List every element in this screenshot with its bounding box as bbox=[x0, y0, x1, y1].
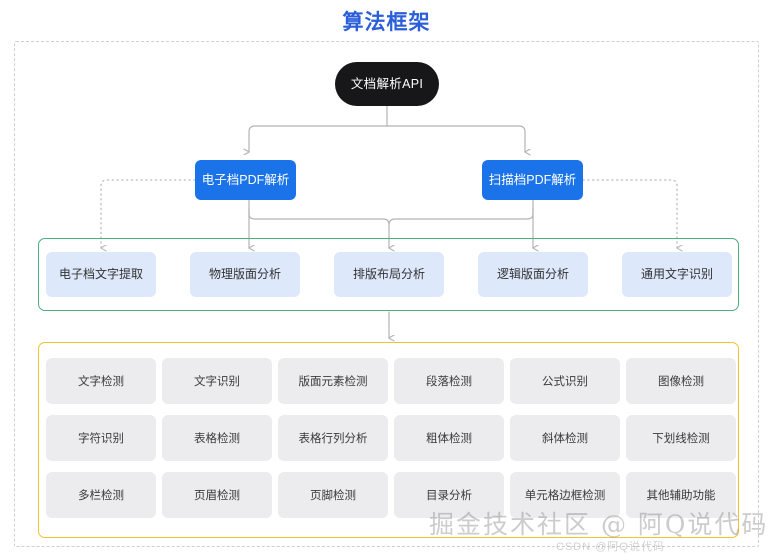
capability-item[interactable]: 粗体检测 bbox=[394, 415, 504, 461]
capability-item[interactable]: 公式识别 bbox=[510, 358, 620, 404]
node-electronic-text-extract[interactable]: 电子档文字提取 bbox=[46, 252, 156, 297]
diagram-outer-frame bbox=[14, 41, 759, 547]
capability-item[interactable]: 多栏检测 bbox=[46, 472, 156, 518]
capability-item[interactable]: 版面元素检测 bbox=[278, 358, 388, 404]
capability-grid: 文字检测 文字识别 版面元素检测 段落检测 公式识别 图像检测 字符识别 表格检… bbox=[46, 358, 736, 518]
node-electronic-pdf-parse[interactable]: 电子档PDF解析 bbox=[195, 160, 296, 200]
capability-item[interactable]: 斜体检测 bbox=[510, 415, 620, 461]
capability-group-container bbox=[38, 342, 739, 538]
capability-item[interactable]: 表格检测 bbox=[162, 415, 272, 461]
watermark-primary: 掘金技术社区 @ 阿Q说代码 bbox=[429, 510, 769, 539]
capability-item[interactable]: 其他辅助功能 bbox=[626, 472, 736, 518]
node-document-parse-api[interactable]: 文档解析API bbox=[335, 62, 439, 106]
node-logical-layout-analysis[interactable]: 逻辑版面分析 bbox=[478, 252, 588, 297]
capability-item[interactable]: 图像检测 bbox=[626, 358, 736, 404]
node-physical-layout-analysis[interactable]: 物理版面分析 bbox=[190, 252, 300, 297]
capability-item[interactable]: 单元格边框检测 bbox=[510, 472, 620, 518]
node-scanned-pdf-parse[interactable]: 扫描档PDF解析 bbox=[482, 160, 583, 200]
capability-item[interactable]: 表格行列分析 bbox=[278, 415, 388, 461]
capability-item[interactable]: 段落检测 bbox=[394, 358, 504, 404]
watermark-secondary: CSDN @阿Q说代码 bbox=[556, 541, 665, 553]
capability-item[interactable]: 页眉检测 bbox=[162, 472, 272, 518]
node-typesetting-layout-analysis[interactable]: 排版布局分析 bbox=[334, 252, 444, 297]
capability-item[interactable]: 文字识别 bbox=[162, 358, 272, 404]
analysis-group-container bbox=[38, 238, 739, 311]
node-general-text-recognition[interactable]: 通用文字识别 bbox=[622, 252, 732, 297]
capability-item[interactable]: 字符识别 bbox=[46, 415, 156, 461]
capability-item[interactable]: 页脚检测 bbox=[278, 472, 388, 518]
page-title: 算法框架 bbox=[342, 11, 431, 34]
capability-item[interactable]: 下划线检测 bbox=[626, 415, 736, 461]
capability-item[interactable]: 目录分析 bbox=[394, 472, 504, 518]
capability-item[interactable]: 文字检测 bbox=[46, 358, 156, 404]
